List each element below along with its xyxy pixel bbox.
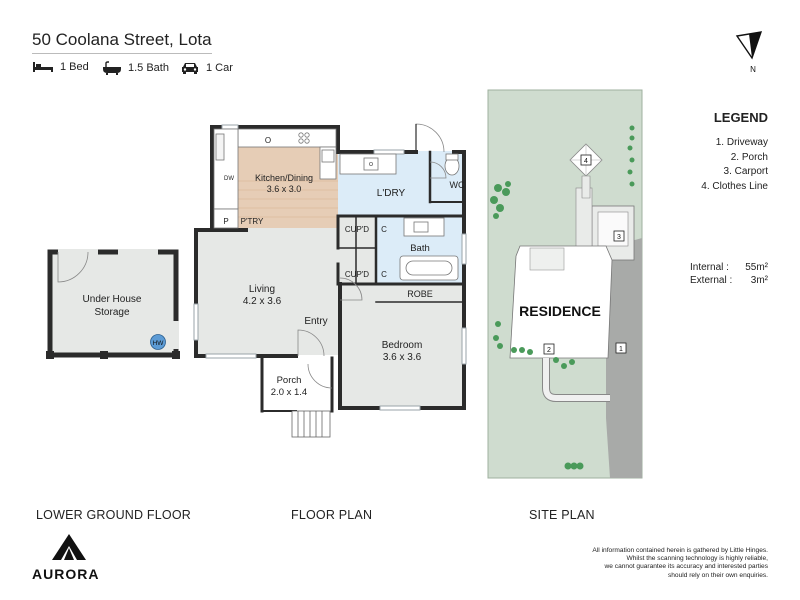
- site-plan-title: SITE PLAN: [529, 508, 595, 522]
- disclaimer: All information contained herein is gath…: [560, 547, 768, 580]
- north-compass: N: [735, 31, 763, 74]
- cupboard-bottom-label: CUP'D: [345, 270, 369, 279]
- external-area-value: 3m²: [750, 275, 768, 286]
- storage-label-line1: Under House: [83, 294, 142, 305]
- living-size: 4.2 x 3.6: [243, 296, 282, 307]
- bedroom-floor: [340, 284, 464, 406]
- marker-clothes-line-label: 4: [584, 158, 588, 165]
- pantry-label: P'TRY: [241, 217, 264, 226]
- external-area: External : 3m²: [690, 275, 768, 286]
- floor-plan: O DW P P'TRY Kitchen/Dining 3.6 x 3.0 L'…: [193, 123, 467, 438]
- car-icon: [182, 63, 198, 74]
- entry-label: Entry: [304, 316, 327, 327]
- hot-water-label: HW: [153, 340, 165, 347]
- floor-plan-title: FLOOR PLAN: [291, 508, 373, 522]
- lower-ground-floor-plan: Under House Storage HW: [46, 249, 180, 359]
- residence-footprint: [509, 245, 613, 359]
- legend-item-porch: 2. Porch: [730, 152, 768, 163]
- laundry-label: L'DRY: [377, 188, 406, 199]
- car-label: 1 Car: [206, 62, 233, 74]
- marker-clothes-line: [580, 154, 592, 166]
- marker-driveway: [615, 342, 627, 354]
- external-area-label: External :: [690, 275, 733, 286]
- internal-area-label: Internal :: [690, 262, 729, 273]
- address-divider: [32, 53, 212, 54]
- compass-north-label: N: [750, 65, 756, 74]
- marker-driveway-label: 1: [619, 346, 623, 353]
- robe-label: ROBE: [407, 289, 433, 299]
- storage-door-swing: [57, 251, 89, 283]
- storage-opening: [118, 249, 158, 255]
- legend-title: LEGEND: [713, 110, 768, 125]
- disclaimer-line: Whilst the scanning technology is highly…: [626, 555, 768, 563]
- shrubs: [490, 125, 635, 470]
- disclaimer-line: All information contained herein is gath…: [592, 547, 768, 554]
- storage-walls: [47, 249, 179, 358]
- storage-side-opening: [173, 321, 179, 349]
- porch-size: 2.0 x 1.4: [271, 387, 307, 398]
- storage-door-gap: [58, 249, 98, 255]
- kitchen-size: 3.6 x 3.0: [267, 184, 302, 194]
- internal-area-value: 55m²: [745, 262, 768, 273]
- living-label: Living: [249, 284, 275, 295]
- cupboard-bottom-c-label: C: [381, 270, 387, 279]
- dishwasher-label: DW: [224, 176, 234, 182]
- marker-carport-label: 3: [617, 234, 621, 241]
- p-label: P: [223, 217, 228, 226]
- bedroom-size: 3.6 x 3.6: [383, 352, 422, 363]
- wc-label: WC: [450, 180, 465, 190]
- bathroom-fixtures: [399, 217, 459, 281]
- hot-water-icon: [150, 334, 166, 350]
- porch-label: Porch: [277, 375, 302, 386]
- bedroom-label: Bedroom: [382, 340, 423, 351]
- door-swings: [297, 123, 447, 389]
- disclaimer-line: should rely on their own enquiries.: [667, 571, 768, 579]
- baths-label: 1.5 Bath: [128, 62, 169, 74]
- bath-icon: [103, 61, 121, 75]
- bath-label: Bath: [410, 243, 430, 254]
- driveway: [606, 238, 642, 478]
- windows: [193, 124, 467, 411]
- porch-steps: [291, 410, 331, 438]
- beds-label: 1 Bed: [60, 61, 89, 73]
- disclaimer-line: we cannot guarantee its accuracy and int…: [604, 563, 768, 571]
- brand-name: AURORA: [32, 566, 100, 582]
- site-plan: RESIDENCE 1 2 3 4: [487, 89, 643, 479]
- cupboard-top-label: CUP'D: [345, 225, 369, 234]
- cupboard-top-c-label: C: [381, 225, 387, 234]
- aurora-logo-icon: [52, 534, 86, 560]
- bed-icon: [33, 62, 53, 72]
- feature-baths: 1.5 Bath: [102, 61, 169, 75]
- feature-beds: 1 Bed: [32, 61, 89, 73]
- feature-car: 1 Car: [180, 61, 233, 75]
- compass-arrow-fill: [749, 32, 761, 58]
- storage-label-line2: Storage: [94, 307, 129, 318]
- porch-floor: [262, 356, 332, 411]
- kitchen-label: Kitchen/Dining: [255, 173, 313, 183]
- marker-carport: [613, 230, 625, 242]
- lower-ground-floor-title: LOWER GROUND FLOOR: [36, 508, 191, 522]
- legend-item-driveway: 1. Driveway: [715, 137, 768, 148]
- laundry-fixtures: [339, 153, 460, 176]
- residence-label: RESIDENCE: [519, 303, 601, 319]
- marker-porch: [543, 343, 555, 355]
- legend-item-carport: 3. Carport: [723, 166, 768, 177]
- kitchen-fixtures: [213, 128, 337, 229]
- marker-porch-label: 2: [547, 347, 551, 354]
- property-address: 50 Coolana Street, Lota: [32, 30, 212, 49]
- legend-item-clothes-line: 4. Clothes Line: [701, 181, 768, 192]
- oven-label: O: [265, 136, 271, 145]
- internal-area: Internal : 55m²: [690, 262, 768, 273]
- living-floor: [196, 230, 340, 355]
